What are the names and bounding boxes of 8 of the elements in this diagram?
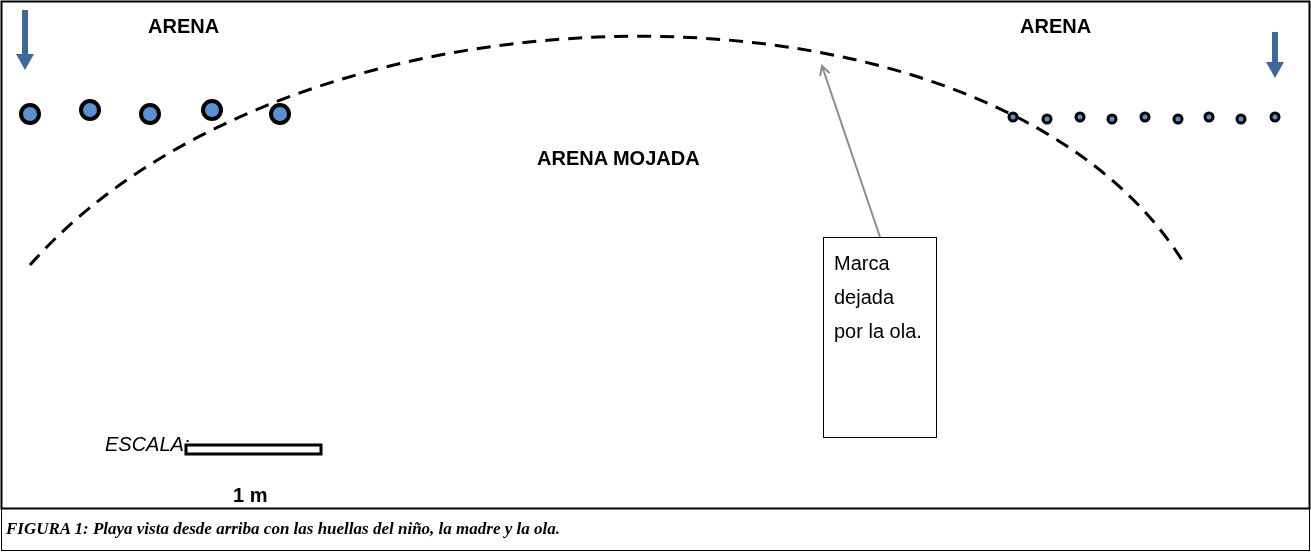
- region-label: ARENA MOJADA: [537, 147, 700, 170]
- text-box: Marca dejada por la ola.: [823, 237, 937, 438]
- region-label: ARENA: [1020, 15, 1092, 38]
- region-label: ARENA: [148, 15, 220, 38]
- leader-line: [819, 65, 881, 238]
- scale-label: ESCALA:: [105, 433, 190, 456]
- scale-value: 1 m: [233, 484, 268, 507]
- figure-caption: FIGURA 1: Playa vista desde arriba con las huellas del niño, la madre y la ola.: [6, 519, 560, 539]
